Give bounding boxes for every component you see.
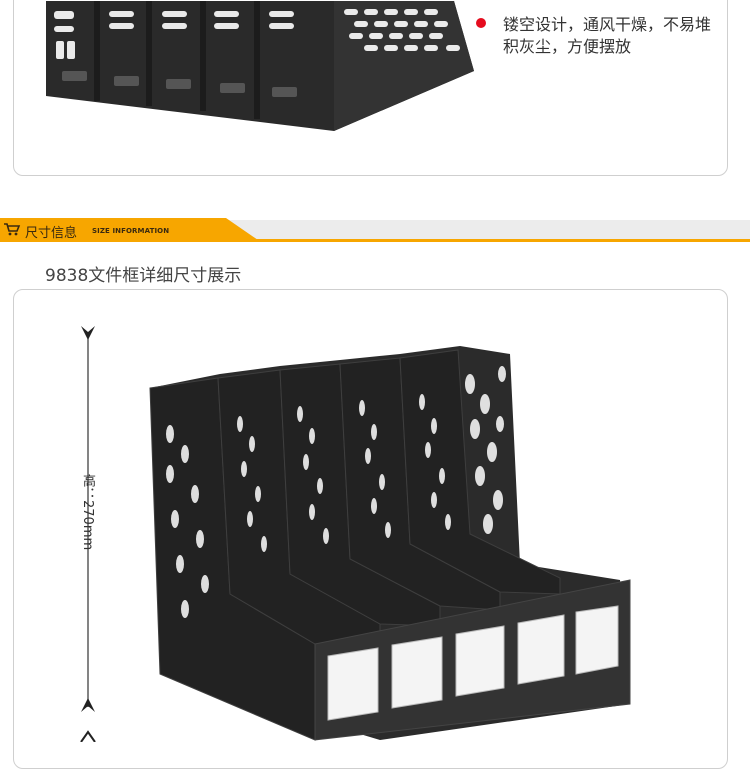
feature-card: 镂空设计，通风干燥，不易堆积灰尘，方便摆放 <box>13 0 728 176</box>
size-caption: 9838文件框详细尺寸展示 <box>45 266 242 286</box>
feature-text: 镂空设计，通风干燥，不易堆积灰尘，方便摆放 <box>503 15 712 56</box>
cart-icon <box>4 223 21 236</box>
file-rack-image <box>149 346 631 741</box>
header-orange-tab <box>0 218 258 240</box>
header-orange-line <box>0 239 750 242</box>
section-title-cn: 尺寸信息 <box>25 226 78 241</box>
bullet-dot-icon <box>476 18 486 28</box>
file-rack-image-top <box>46 1 474 131</box>
height-dimension-line <box>80 326 96 742</box>
height-label: 高：270mm <box>80 474 95 551</box>
section-header: 尺寸信息 SIZE INFORMATION <box>0 218 750 244</box>
section-title-en: SIZE INFORMATION <box>92 227 170 235</box>
